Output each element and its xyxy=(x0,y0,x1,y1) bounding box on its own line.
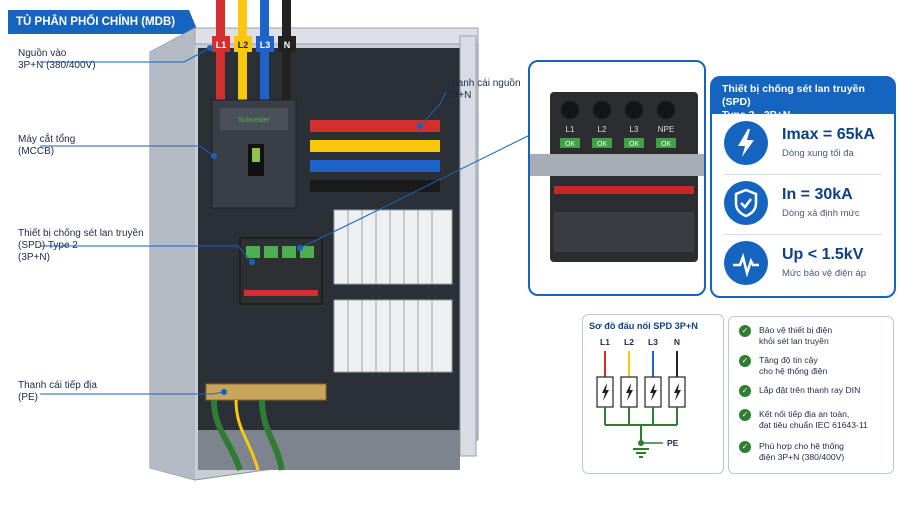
spec-card-header: Thiết bị chống sét lan truyền (SPD) Type… xyxy=(712,78,894,121)
spec-row-in: In = 30kA Dòng xả định mức xyxy=(724,178,884,230)
tag-n: N xyxy=(284,40,291,50)
callout-pe-bar: Thanh cái tiếp địa (PE) xyxy=(18,380,97,403)
tag-l1: L1 xyxy=(216,40,227,50)
callout-incoming: Nguồn vào 3P+N (380/400V) xyxy=(18,48,96,71)
list-item: ✓ Tăng độ tin cậy cho hệ thống điện xyxy=(739,355,887,377)
wiring-schematic: L1 L2 L3 N xyxy=(596,337,686,458)
tag-l2: L2 xyxy=(238,40,249,50)
pe-busbar xyxy=(205,383,327,471)
busbars xyxy=(310,120,440,192)
mccb: Schneider xyxy=(211,99,297,209)
leader-lines xyxy=(40,47,541,395)
spec-row-imax: Imax = 65kA Dòng xung tối đa xyxy=(724,118,884,170)
spd-label-l3: L3 xyxy=(630,125,639,134)
list-item: ✓ Kết nối tiếp địa an toàn, đạt tiêu chu… xyxy=(739,409,887,431)
wire-label-l2: L2 xyxy=(624,337,634,347)
spd-unit-small xyxy=(239,237,323,305)
callout-mccb: Máy cắt tổng (MCCB) xyxy=(18,134,76,157)
callout-spd: Thiết bị chống sét lan truyền (SPD) Type… xyxy=(18,228,144,263)
spd-ok-2: OK xyxy=(597,141,607,148)
benefits-list: ✓ Bảo vệ thiết bị điện khỏi sét lan truy… xyxy=(728,316,894,474)
check-icon: ✓ xyxy=(739,355,751,367)
check-icon: ✓ xyxy=(739,409,751,421)
spd-zoom-illustration: L1 L2 L3 NPE OK OK OK OK xyxy=(530,92,704,262)
spd-ok-1: OK xyxy=(565,141,575,148)
spd-label-l2: L2 xyxy=(598,125,607,134)
spd-ok-4: OK xyxy=(661,141,671,148)
list-item: ✓ Bảo vệ thiết bị điện khỏi sét lan truy… xyxy=(739,325,887,347)
mcb-row-bottom xyxy=(333,299,453,373)
wire-label-l1: L1 xyxy=(600,337,610,347)
spec-row-up: Up < 1.5kV Mức bảo vệ điện áp xyxy=(724,238,884,290)
page-title: TỦ PHÂN PHỐI CHÍNH (MDB) xyxy=(8,10,200,34)
shield-check-icon xyxy=(724,181,768,225)
check-icon: ✓ xyxy=(739,325,751,337)
spec-separator xyxy=(724,234,882,235)
wire-label-pe: PE xyxy=(667,438,679,448)
svg-text:Schneider: Schneider xyxy=(238,117,270,124)
spd-ok-3: OK xyxy=(629,141,639,148)
incoming-tags: L1 L2 L3 N xyxy=(212,36,296,52)
spec-separator xyxy=(724,174,882,175)
wiring-diagram: Sơ đồ đấu nối SPD 3P+N L1 L2 L3 N xyxy=(582,314,724,474)
spd-zoom-card: L1 L2 L3 NPE OK OK OK OK xyxy=(528,60,706,296)
leader-dots xyxy=(207,45,423,395)
spd-label-l1: L1 xyxy=(566,125,575,134)
list-item: ✓ Phù hợp cho hệ thống điện 3P+N (380/40… xyxy=(739,441,887,463)
check-icon: ✓ xyxy=(739,385,751,397)
pulse-icon xyxy=(724,241,768,285)
lightning-icon xyxy=(724,121,768,165)
mcb-row-top xyxy=(333,209,453,285)
spd-spec-card: Thiết bị chống sét lan truyền (SPD) Type… xyxy=(710,76,896,298)
spd-label-npe: NPE xyxy=(658,125,674,134)
wire-label-n: N xyxy=(674,337,680,347)
tag-l3: L3 xyxy=(260,40,271,50)
callout-busbar: Thanh cái nguồn 3P+N xyxy=(446,78,521,101)
list-item: ✓ Lắp đặt trên thanh ray DIN xyxy=(739,385,887,397)
check-icon: ✓ xyxy=(739,441,751,453)
wire-label-l3: L3 xyxy=(648,337,658,347)
